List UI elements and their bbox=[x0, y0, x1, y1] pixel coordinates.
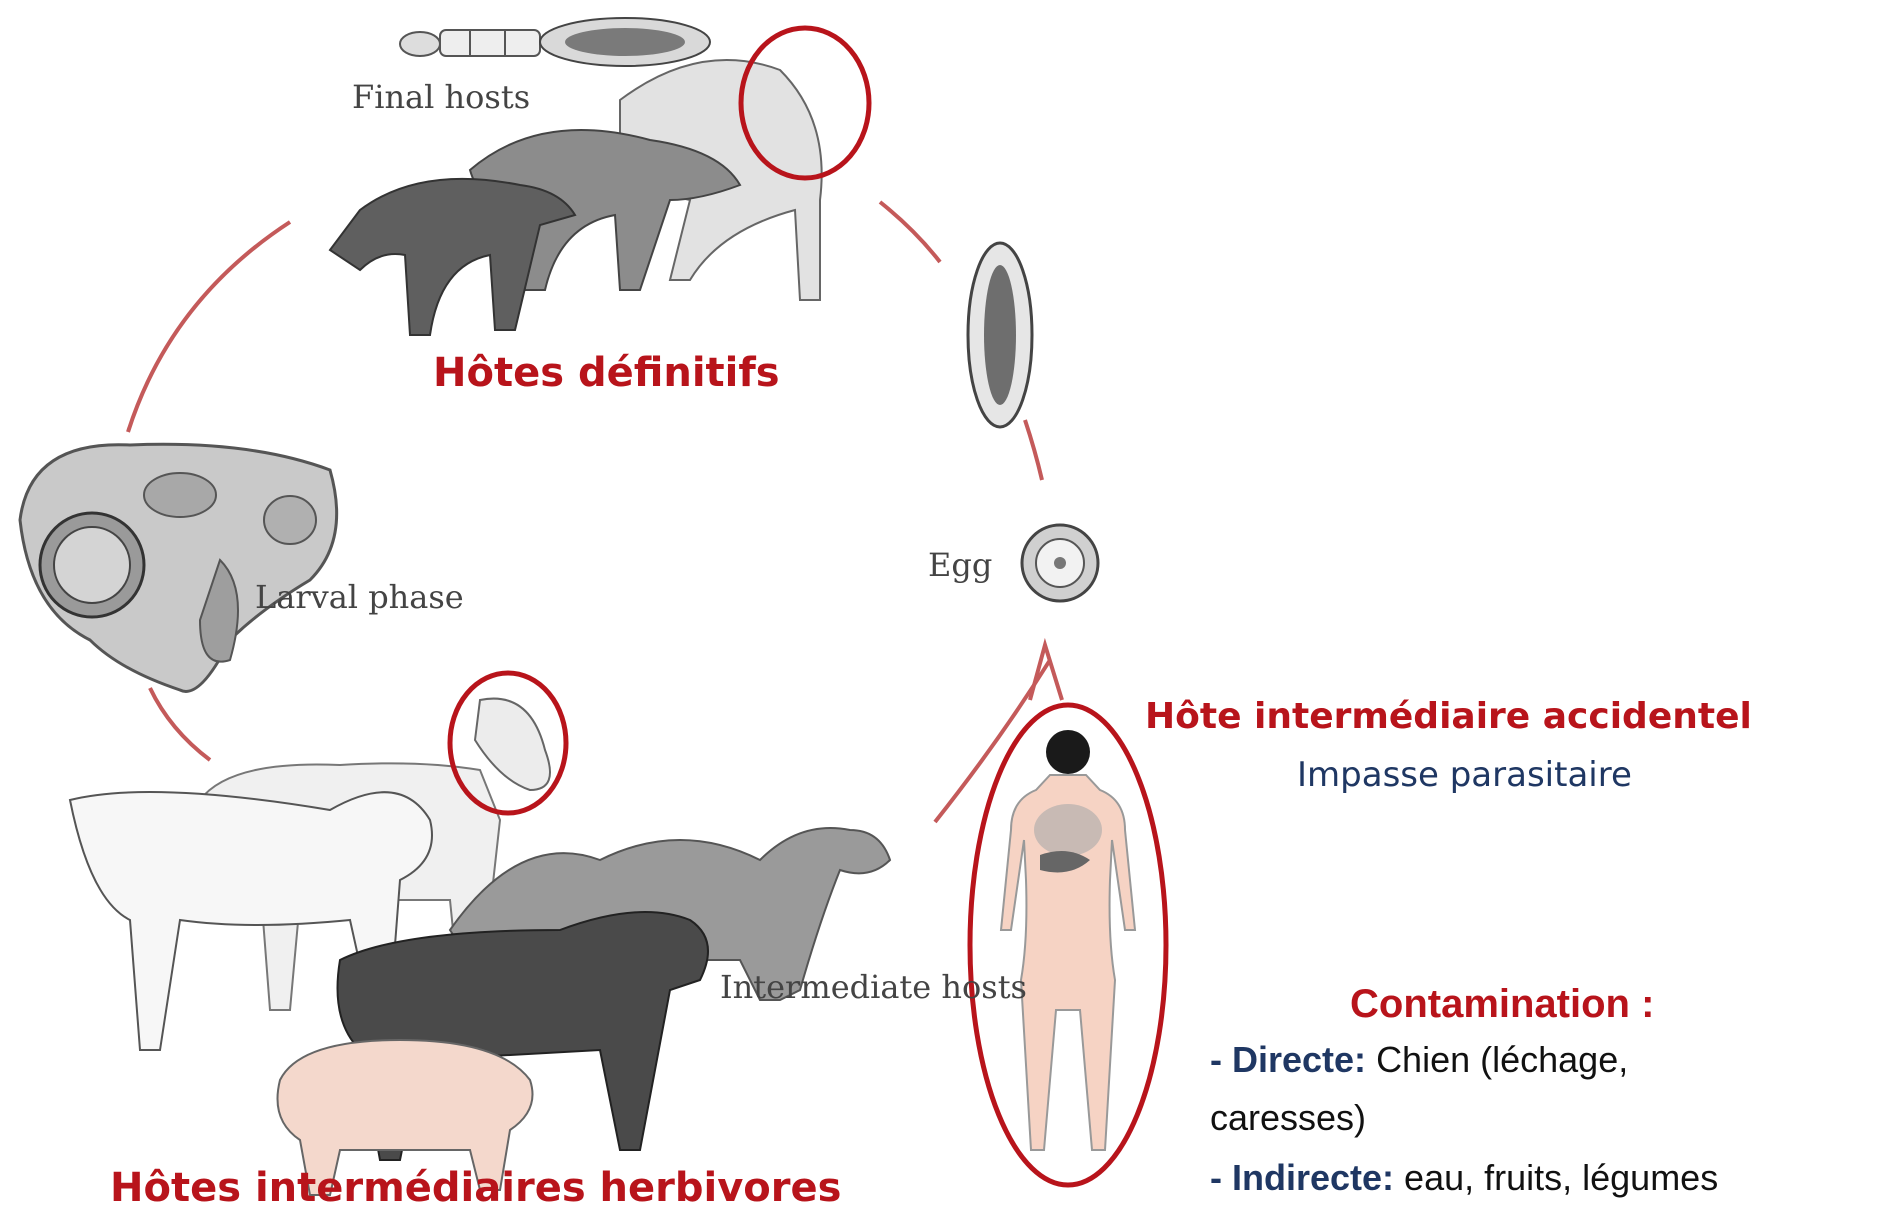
tapeworm-illustration bbox=[400, 18, 710, 66]
cycle-arc-top-left bbox=[128, 222, 290, 432]
cycle-arc-left-lower bbox=[150, 688, 210, 760]
title-accidental-host: Hôte intermédiaire accidentel bbox=[1145, 696, 1752, 737]
intermediate-hosts-illustration bbox=[70, 673, 890, 1195]
label-larval-phase: Larval phase bbox=[255, 578, 464, 616]
cycle-arc-top-right bbox=[880, 202, 940, 262]
contamination-direct-line2: caresses) bbox=[1210, 1090, 1366, 1146]
proglottid-illustration bbox=[968, 243, 1032, 427]
liver-illustration bbox=[20, 444, 337, 691]
contamination-heading: Contamination : bbox=[1350, 982, 1654, 1027]
contamination-indirect-text: eau, fruits, légumes bbox=[1404, 1157, 1718, 1198]
cycle-arc-right-upper bbox=[1025, 420, 1042, 480]
cycle-arrow-head bbox=[1030, 645, 1062, 700]
label-final-hosts: Final hosts bbox=[352, 78, 530, 116]
title-intermediate-herbivores: Hôtes intermédiaires herbivores bbox=[110, 1165, 841, 1211]
contamination-direct-line1: - Directe: Chien (léchage, bbox=[1210, 1032, 1628, 1088]
label-intermediate-hosts: Intermediate hosts bbox=[720, 968, 1027, 1006]
final-hosts-illustration bbox=[330, 28, 869, 335]
title-definitive-hosts: Hôtes définitifs bbox=[433, 350, 780, 396]
contamination-indirect-label: - Indirecte: bbox=[1210, 1157, 1394, 1198]
contamination-direct-text: Chien (léchage, bbox=[1376, 1039, 1628, 1080]
human-illustration bbox=[970, 705, 1166, 1185]
sheep-head bbox=[475, 699, 550, 790]
label-egg: Egg bbox=[928, 546, 992, 584]
contamination-indirect-line: - Indirecte: eau, fruits, légumes bbox=[1210, 1150, 1718, 1206]
egg-illustration bbox=[1022, 525, 1098, 601]
human-head bbox=[1046, 730, 1090, 774]
contamination-direct-label: - Directe: bbox=[1210, 1039, 1366, 1080]
human-lungs bbox=[1034, 804, 1102, 856]
subtitle-dead-end: Impasse parasitaire bbox=[1297, 755, 1632, 795]
